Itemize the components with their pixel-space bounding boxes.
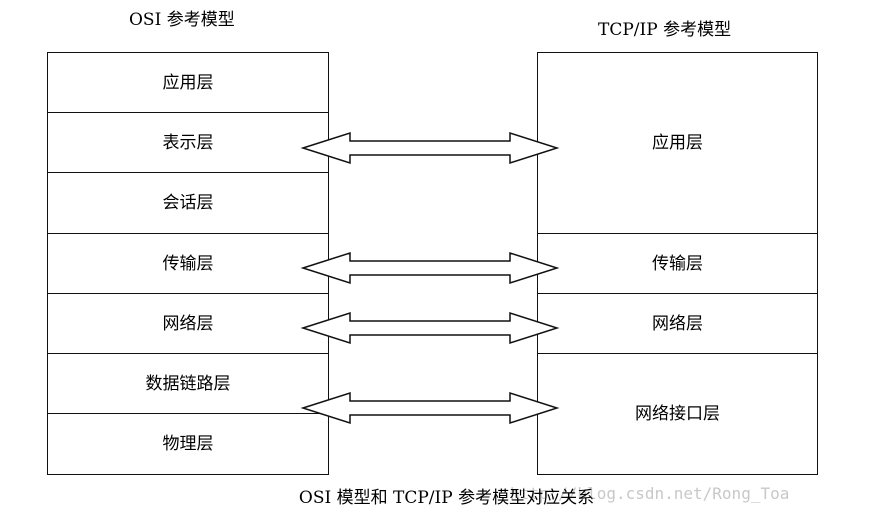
- tcpip-title: TCP/IP 参考模型: [598, 20, 732, 40]
- osi-layer-transport: 传输层: [47, 233, 329, 294]
- watermark: http://blog.csdn.net/Rong_Toa: [510, 484, 790, 503]
- double-arrow-icon: [300, 251, 560, 285]
- tcpip-layer-network: 网络层: [537, 293, 818, 354]
- double-arrow-icon: [300, 131, 560, 165]
- tcpip-layer-network-interface: 网络接口层: [537, 353, 818, 475]
- tcpip-layer-transport: 传输层: [537, 233, 818, 294]
- double-arrow-icon: [300, 391, 560, 425]
- diagram-caption: OSI 模型和 TCP/IP 参考模型对应关系: [298, 488, 595, 508]
- tcpip-layer-application: 应用层: [537, 52, 818, 234]
- osi-layer-session: 会话层: [47, 172, 329, 234]
- osi-layer-datalink: 数据链路层: [47, 353, 329, 414]
- osi-title: OSI 参考模型: [129, 10, 235, 30]
- osi-layer-presentation: 表示层: [47, 112, 329, 173]
- osi-layer-physical: 物理层: [47, 413, 329, 475]
- osi-layer-application: 应用层: [47, 52, 329, 113]
- osi-layer-network: 网络层: [47, 293, 329, 354]
- double-arrow-icon: [300, 311, 560, 345]
